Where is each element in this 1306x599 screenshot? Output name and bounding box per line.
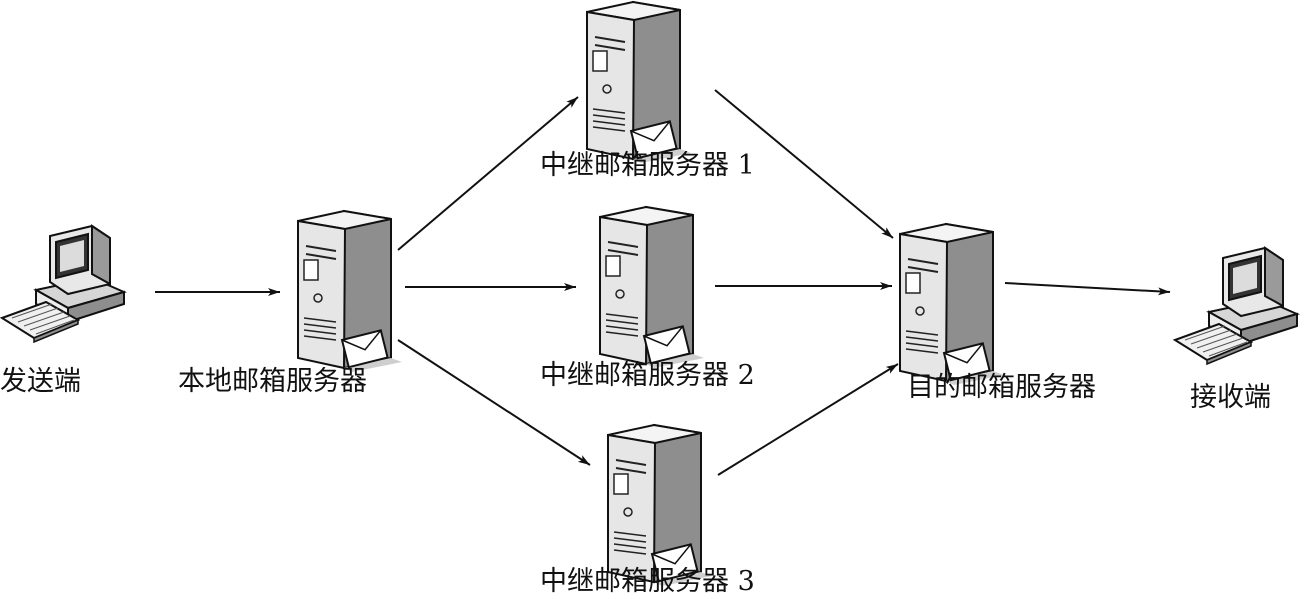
dest-server-icon	[899, 223, 1005, 386]
edge-dest-to-receiver	[1004, 282, 1171, 296]
edge-local-to-relay1	[397, 96, 579, 251]
relay1-label: 中继邮箱服务器 1	[540, 150, 755, 181]
receiver-label: 接收端	[1190, 382, 1271, 413]
relay1-server-icon	[586, 1, 692, 164]
local-server-icon	[297, 210, 403, 373]
local-server-label: 本地邮箱服务器	[178, 366, 367, 397]
edge-local-to-relay3	[397, 339, 591, 466]
sender-label: 发送端	[0, 366, 81, 397]
relay3-server-icon	[607, 424, 713, 587]
edge-relay3-to-dest	[717, 363, 899, 476]
relay2-label: 中继邮箱服务器 2	[540, 360, 755, 391]
relay2-server-icon	[599, 206, 705, 369]
sender-computer-icon	[1, 225, 125, 343]
edge-relay1-to-dest	[714, 89, 894, 239]
relay3-label: 中继邮箱服务器 3	[540, 566, 755, 597]
dest-server-label: 目的邮箱服务器	[907, 372, 1096, 403]
receiver-computer-icon	[1174, 247, 1298, 365]
edges	[155, 89, 1171, 476]
